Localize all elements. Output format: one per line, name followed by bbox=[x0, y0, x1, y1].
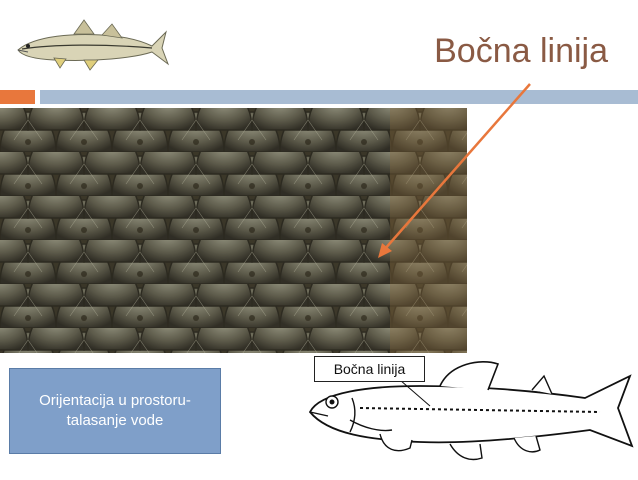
slide-title: Bočna linija bbox=[434, 32, 608, 70]
trout-outline-image bbox=[300, 350, 635, 475]
info-text-box: Orijentacija u prostoru-talasanje vode bbox=[9, 368, 221, 454]
accent-bar bbox=[0, 90, 35, 104]
fish-scales-photo bbox=[0, 108, 467, 353]
header-divider-bar bbox=[40, 90, 638, 104]
lateral-line-callout: Bočna linija bbox=[314, 356, 425, 382]
snook-fish-image bbox=[14, 16, 170, 74]
